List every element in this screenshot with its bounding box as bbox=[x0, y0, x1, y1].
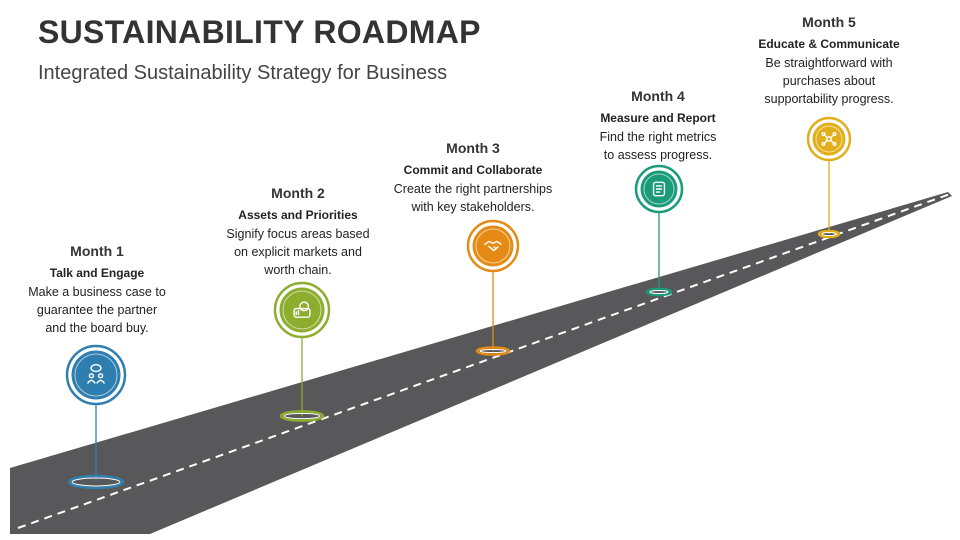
pin-base-inner bbox=[283, 412, 321, 420]
description-line: Signify focus areas based bbox=[226, 227, 370, 241]
description-line: Create the right partnerships bbox=[393, 182, 553, 196]
milestone-2-text: Month 2 Assets and Priorities Signify fo… bbox=[203, 185, 393, 279]
pin-disc bbox=[71, 350, 121, 400]
milestone-1-text: Month 1 Talk and Engage Make a business … bbox=[2, 243, 192, 337]
milestone-4-pin bbox=[634, 164, 684, 297]
milestone-description: Create the right partnerships with key s… bbox=[378, 180, 568, 216]
milestone-heading: Commit and Collaborate bbox=[403, 163, 543, 177]
pin-base-ring bbox=[279, 410, 325, 422]
milestone-description: Make a business case to guarantee the pa… bbox=[2, 283, 192, 337]
milestone-3-pin bbox=[466, 219, 520, 356]
milestone-month: Month 4 bbox=[631, 88, 685, 104]
pin-base-inner bbox=[649, 290, 669, 294]
milestone-heading: Educate & Communicate bbox=[758, 37, 900, 51]
money-bag-icon bbox=[293, 301, 311, 318]
road-center-dashes bbox=[17, 193, 951, 529]
pin-base-inner bbox=[821, 232, 837, 236]
description-line: on explicit markets and bbox=[234, 245, 362, 259]
description-line: supportability progress. bbox=[764, 92, 894, 106]
pin-base-ring bbox=[645, 287, 673, 297]
milestone-heading: Measure and Report bbox=[600, 111, 716, 125]
milestone-month: Month 5 bbox=[802, 14, 856, 30]
milestone-month: Month 3 bbox=[446, 140, 500, 156]
description-line: worth chain. bbox=[264, 263, 332, 277]
pin-inner-ring bbox=[282, 290, 322, 330]
pin-disc bbox=[812, 122, 846, 156]
pin-base-inner bbox=[479, 348, 507, 354]
handshake-icon bbox=[484, 240, 502, 252]
report-icon bbox=[652, 181, 666, 197]
description-line: with key stakeholders. bbox=[411, 200, 535, 214]
milestone-2-pin bbox=[273, 281, 331, 422]
pin-base-inner bbox=[71, 477, 121, 487]
page-title: SUSTAINABILITY ROADMAP bbox=[38, 14, 481, 50]
milestone-5-pin bbox=[806, 116, 852, 239]
people-chat-icon bbox=[86, 363, 106, 384]
milestone-description: Be straightforward with purchases about … bbox=[734, 54, 924, 108]
pin-base-ring bbox=[475, 346, 511, 356]
milestone-month: Month 2 bbox=[271, 185, 325, 201]
page-subtitle: Integrated Sustainability Strategy for B… bbox=[38, 62, 448, 84]
pin-base-ring bbox=[67, 474, 125, 490]
milestone-1-pin bbox=[65, 344, 127, 490]
milestone-description: Find the right metrics to assess progres… bbox=[563, 128, 753, 164]
milestone-4-text: Month 4 Measure and Report Find the righ… bbox=[563, 88, 753, 164]
description-line: Find the right metrics bbox=[599, 130, 717, 144]
description-line: to assess progress. bbox=[603, 148, 713, 162]
milestone-description: Signify focus areas based on explicit ma… bbox=[203, 225, 393, 279]
description-line: guarantee the partner bbox=[36, 303, 158, 317]
pin-inner-ring bbox=[815, 125, 843, 153]
milestone-3-text: Month 3 Commit and Collaborate Create th… bbox=[378, 140, 568, 216]
milestone-month: Month 1 bbox=[70, 243, 124, 259]
description-line: purchases about bbox=[782, 74, 876, 88]
pin-inner-ring bbox=[74, 353, 118, 397]
description-line: Make a business case to bbox=[28, 285, 166, 299]
pin-base-ring bbox=[817, 229, 841, 239]
description-line: and the board buy. bbox=[45, 321, 149, 335]
description-line: Be straightforward with bbox=[765, 56, 893, 70]
pin-inner-ring bbox=[475, 228, 511, 264]
pin-disc bbox=[472, 225, 514, 267]
milestone-heading: Talk and Engage bbox=[49, 266, 145, 280]
network-icon bbox=[821, 132, 837, 146]
milestone-heading: Assets and Priorities bbox=[238, 208, 358, 222]
pin-inner-ring bbox=[643, 173, 675, 205]
milestone-5-text: Month 5 Educate & Communicate Be straigh… bbox=[734, 14, 924, 108]
